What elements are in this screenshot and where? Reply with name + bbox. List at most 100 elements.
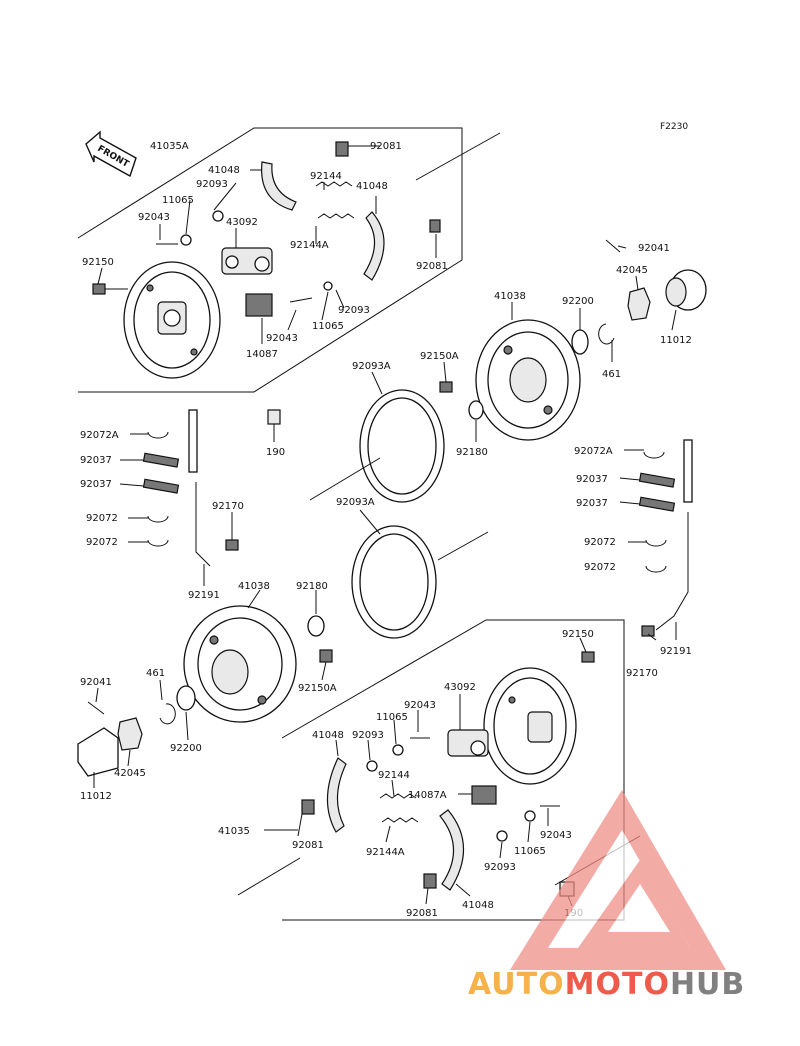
label-92081-upper-a: 92081 [370, 141, 402, 152]
label-92144-upper: 92144 [310, 171, 342, 182]
hose-92191-right [655, 512, 689, 631]
label-41048-upper-a: 41048 [208, 165, 240, 176]
label-92200-lower: 92200 [170, 743, 202, 754]
clip-92081-lower-b [423, 873, 437, 889]
figure-code: F2230 [660, 122, 688, 132]
washer-11065-upper [323, 281, 333, 291]
label-92093-lower-b: 92093 [484, 862, 516, 873]
label-92191-left: 92191 [188, 590, 220, 601]
label-92144-lower: 92144 [378, 770, 410, 781]
bolt-92150-lower [581, 651, 595, 663]
label-92043-lower-a: 92043 [404, 700, 436, 711]
label-92200-upper: 92200 [562, 296, 594, 307]
label-41048-upper-b: 41048 [356, 181, 388, 192]
label-92150-lower: 92150 [562, 629, 594, 640]
label-92144a-upper: 92144A [290, 240, 329, 251]
label-11012-lower: 11012 [80, 791, 112, 802]
label-92093a-upper: 92093A [352, 361, 391, 372]
clip-92081-lower-a [301, 799, 315, 815]
hose-right-upper [683, 439, 693, 503]
watermark-logo [510, 790, 726, 970]
watermark-moto: MOTO [565, 967, 670, 1002]
svg-text:AUTOMOTOHUB: AUTOMOTOHUB [468, 967, 745, 1002]
label-92041-upper: 92041 [638, 243, 670, 254]
watermark-auto: AUTO [468, 967, 565, 1002]
label-92072-right-a: 92072 [584, 537, 616, 548]
brake-drum-left [183, 605, 297, 723]
spring-92144a-upper [317, 213, 355, 219]
label-461-lower: 461 [146, 668, 165, 679]
bolt-92043-upper [156, 210, 224, 246]
label-92191-right: 92191 [660, 646, 692, 657]
clamp-92072-left-2 [147, 539, 169, 547]
washer-92200-upper [571, 329, 589, 355]
clamp-92072a-right [643, 451, 665, 459]
union-92170-left [225, 539, 239, 551]
nut-92093-lower-a [366, 760, 378, 772]
lower-assembly-box [281, 619, 625, 921]
backing-plate-front [123, 261, 221, 379]
label-92093a-lower: 92093A [336, 497, 375, 508]
label-92150a-lower: 92150A [298, 683, 337, 694]
spring-92144-lower [379, 793, 417, 799]
label-41035a: 41035A [150, 141, 189, 152]
clip-92081-b [429, 219, 441, 233]
label-92150-upper: 92150 [82, 257, 114, 268]
union-92170-right [641, 625, 655, 637]
pin-92041-upper [605, 239, 621, 253]
label-92072-left-b: 92072 [86, 537, 118, 548]
label-92041-lower: 92041 [80, 677, 112, 688]
label-92043-upper-a: 92043 [138, 212, 170, 223]
lever-14087a [471, 785, 497, 805]
label-92180-lower: 92180 [296, 581, 328, 592]
washer-11065-lower-a [392, 744, 404, 756]
label-92072a-left: 92072A [80, 430, 119, 441]
plate-92037-left-2 [142, 478, 180, 494]
label-42045-lower: 42045 [114, 768, 146, 779]
leader-lines [93, 145, 677, 907]
part-number-labels: 41035A 41048 92081 92093 92144 41048 110… [80, 141, 692, 919]
label-14087: 14087 [246, 349, 278, 360]
label-11065-upper-b: 11065 [312, 321, 344, 332]
plate-92037-left-1 [142, 452, 180, 468]
clamp-92072-right-1 [645, 539, 667, 547]
plug-190-upper [267, 409, 281, 425]
label-41048-lower-b: 41048 [462, 900, 494, 911]
circlip-461-upper [598, 323, 615, 345]
label-92180-upper: 92180 [456, 447, 488, 458]
wheel-cylinder-front [221, 247, 273, 275]
watermark-hub: HUB [670, 967, 745, 1002]
label-92037-left-a: 92037 [80, 455, 112, 466]
label-11065-upper-a: 11065 [162, 195, 194, 206]
bolt-92150-upper [92, 283, 128, 295]
label-92072a-right: 92072A [574, 446, 613, 457]
hose-92191-left [195, 482, 211, 567]
label-92081-upper-b: 92081 [416, 261, 448, 272]
label-43092-upper: 43092 [226, 217, 258, 228]
brake-shoe-lower-2 [439, 809, 465, 891]
clamp-92072-right-2 [645, 565, 667, 573]
pin-92041-lower [87, 701, 105, 715]
label-461-upper: 461 [602, 369, 621, 380]
label-190-upper: 190 [266, 447, 285, 458]
nut-92093-lower-b [496, 830, 508, 842]
clip-92081-a [335, 141, 349, 157]
oring-92180-upper [468, 400, 484, 420]
bolt-92150a-lower [319, 649, 333, 663]
label-41048-lower-a: 41048 [312, 730, 344, 741]
label-41038-lower: 41038 [238, 581, 270, 592]
label-92093-upper-b: 92093 [338, 305, 370, 316]
label-11012-upper: 11012 [660, 335, 692, 346]
label-41035: 41035 [218, 826, 250, 837]
label-41038-upper: 41038 [494, 291, 526, 302]
label-92144a-lower: 92144A [366, 847, 405, 858]
clamp-92072-left-1 [147, 515, 169, 523]
label-92150a-upper: 92150A [420, 351, 459, 362]
nut-42045-lower [117, 717, 143, 751]
label-92043-lower-b: 92043 [540, 830, 572, 841]
label-11065-lower-a: 11065 [376, 712, 408, 723]
label-14087a: 14087A [408, 790, 447, 801]
upper-assembly-box [77, 127, 463, 393]
watermark-wordmark: AUTOMOTOHUB [468, 967, 745, 1002]
